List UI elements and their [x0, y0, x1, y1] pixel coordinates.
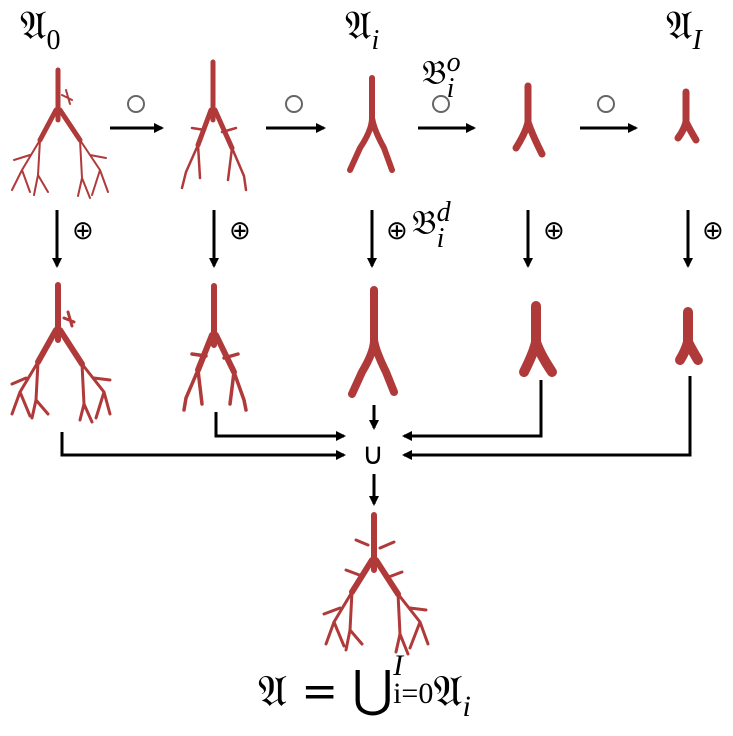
label-bo-sup: o [446, 47, 461, 78]
label-ai-sub: i [371, 25, 380, 56]
tree-step2-dilated [182, 283, 248, 412]
tree-result [322, 512, 430, 656]
label-bo-symbol: 𝔅 [422, 53, 447, 93]
formula-lhs: 𝔄 [258, 666, 288, 717]
dilate-op-1: ⊕ [72, 216, 94, 246]
tree-a0-dilated [10, 282, 112, 424]
formula-lower: i=0 [393, 677, 434, 710]
dilate-op-4: ⊕ [543, 216, 565, 246]
label-a0-symbol: 𝔄 [20, 3, 47, 49]
connector-step4-union [402, 380, 543, 441]
label-ai: 𝔄i [345, 3, 379, 55]
dilate-op-5: ⊕ [702, 216, 724, 246]
label-aI-sub: I [692, 25, 702, 56]
label-aI: 𝔄I [666, 3, 702, 55]
label-bd-symbol: 𝔅 [412, 203, 437, 243]
dilate-op-3: ⊕ [386, 216, 408, 246]
compose-op-2 [285, 95, 303, 113]
compose-op-1 [127, 95, 145, 113]
tree-aI-top [674, 88, 700, 144]
formula-big-union: ⋃ [352, 660, 394, 718]
formula-term: 𝔄 [433, 666, 463, 717]
dilate-op-2: ⊕ [229, 216, 251, 246]
label-aI-symbol: 𝔄 [666, 3, 693, 49]
connector-aI-union [402, 376, 692, 460]
label-bo-sub: i [446, 73, 455, 104]
compose-op-4 [597, 95, 615, 113]
union-op: ∪ [362, 437, 384, 472]
tree-aI-dilated [675, 307, 703, 365]
formula-upper: I [393, 649, 404, 682]
tree-ai-dilated [348, 286, 398, 398]
tree-step2-top [180, 59, 248, 192]
tree-step4-top [512, 82, 546, 158]
label-a0: 𝔄0 [20, 3, 61, 55]
tree-ai-top [347, 75, 395, 173]
formula-term-sub: i [462, 690, 471, 723]
tree-step4-dilated [519, 301, 557, 377]
compose-op-3 [432, 95, 450, 113]
label-bd-sup: d [436, 197, 451, 228]
label-a0-sub: 0 [46, 25, 61, 56]
connector-a0-union [60, 432, 346, 460]
tree-a0-top [11, 67, 109, 199]
label-ai-symbol: 𝔄 [345, 3, 372, 49]
label-bd-sub: i [436, 223, 445, 254]
formula-equals: = [301, 666, 339, 717]
connector-step2-union [214, 412, 346, 441]
